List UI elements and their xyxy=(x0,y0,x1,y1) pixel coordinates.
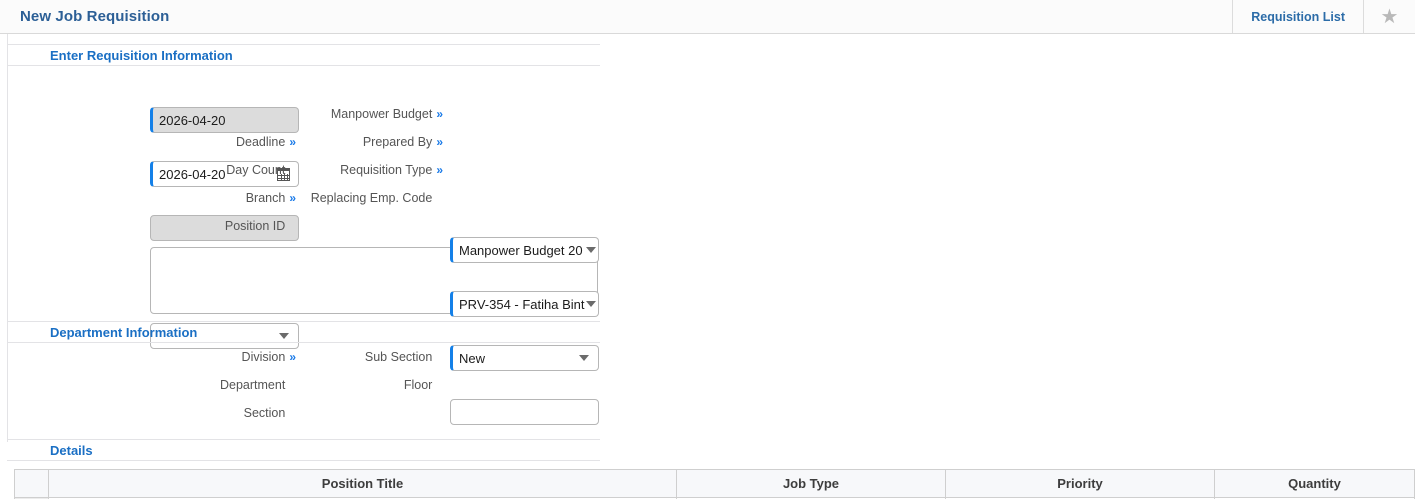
column-header-index xyxy=(15,470,49,498)
required-marker-manpower-budget: » xyxy=(436,107,443,121)
requisition-type-value: New xyxy=(459,350,486,366)
requisition-list-button[interactable]: Requisition List xyxy=(1232,0,1363,33)
manpower-budget-value: Manpower Budget 20 xyxy=(459,242,583,258)
required-marker-division: » xyxy=(289,350,296,364)
prepared-by-value: PRV-354 - Fatiha Bint xyxy=(459,296,585,312)
calendar-icon[interactable] xyxy=(277,167,290,181)
requisition-type-dropdown[interactable]: New xyxy=(450,345,599,371)
column-header-position-title[interactable]: Position Title xyxy=(49,470,677,498)
required-marker-prepared-by: » xyxy=(436,135,443,149)
field-position-id: Position ID » xyxy=(7,219,299,233)
field-division: Division » xyxy=(7,350,299,364)
field-label-section: Section xyxy=(243,406,286,420)
chevron-down-icon[interactable] xyxy=(279,333,289,339)
page-title: New Job Requisition xyxy=(20,8,170,25)
field-requisition-type: Requisition Type » xyxy=(300,163,446,177)
field-label-position-id: Position ID xyxy=(224,219,286,233)
column-header-priority[interactable]: Priority xyxy=(946,470,1215,498)
details-grid-header-row: Position Title Job Type Priority Quantit… xyxy=(15,470,1415,498)
field-label-requisition-type: Requisition Type xyxy=(340,163,433,177)
manpower-budget-dropdown[interactable]: Manpower Budget 20 xyxy=(450,237,599,263)
star-icon[interactable]: ★ xyxy=(1363,0,1415,33)
field-prepared-by: Prepared By » xyxy=(300,135,446,149)
details-grid: Position Title Job Type Priority Quantit… xyxy=(14,469,1415,499)
field-label-deadline: Deadline xyxy=(235,135,286,149)
field-label-replacing-emp-code: Replacing Emp. Code xyxy=(310,191,433,205)
date-input[interactable]: 2026-04-20 xyxy=(150,107,299,133)
field-deadline: Deadline » xyxy=(7,135,299,149)
section-label-details: Details xyxy=(50,442,93,458)
required-marker-deadline: » xyxy=(289,135,296,149)
titlebar-actions: Requisition List ★ xyxy=(1232,0,1415,33)
section-label-department: Department Information xyxy=(50,324,198,340)
field-label-day-count: Day Count xyxy=(226,163,286,177)
required-marker-requisition-type: » xyxy=(436,163,443,177)
deadline-value: 2026-04-20 xyxy=(159,166,226,182)
field-label-department: Department xyxy=(220,378,286,392)
section-label-requisition: Enter Requisition Information xyxy=(50,47,233,63)
column-header-quantity[interactable]: Quantity xyxy=(1215,470,1415,498)
left-rail-divider xyxy=(7,34,8,442)
field-manpower-budget: Manpower Budget » xyxy=(300,107,446,121)
field-day-count: Day Count » xyxy=(7,163,299,177)
field-label-branch: Branch xyxy=(245,191,286,205)
section-header-department: Department Information xyxy=(7,321,600,343)
window-titlebar: New Job Requisition Requisition List ★ xyxy=(0,0,1415,34)
required-marker-branch: » xyxy=(289,191,296,205)
section-header-details: Details xyxy=(7,439,600,461)
field-floor: Floor » xyxy=(300,378,446,392)
field-sub-section: Sub Section » xyxy=(300,350,446,364)
field-section: Section » xyxy=(7,406,299,420)
field-label-prepared-by: Prepared By xyxy=(362,135,433,149)
date-value: 2026-04-20 xyxy=(159,112,226,128)
chevron-down-icon[interactable] xyxy=(586,247,596,253)
day-count-input xyxy=(150,215,299,241)
deadline-input[interactable]: 2026-04-20 xyxy=(150,161,299,187)
field-label-division: Division xyxy=(241,350,286,364)
field-department: Department » xyxy=(7,378,299,392)
field-label-manpower-budget: Manpower Budget xyxy=(330,107,433,121)
prepared-by-dropdown[interactable]: PRV-354 - Fatiha Bint xyxy=(450,291,599,317)
field-label-floor: Floor xyxy=(403,378,433,392)
chevron-down-icon[interactable] xyxy=(586,301,596,307)
replacing-emp-code-input[interactable] xyxy=(450,399,599,425)
field-label-sub-section: Sub Section xyxy=(364,350,433,364)
chevron-down-icon[interactable] xyxy=(579,355,589,361)
column-header-job-type[interactable]: Job Type xyxy=(677,470,946,498)
form-canvas: Enter Requisition Information Date » 202… xyxy=(0,34,1415,499)
field-replacing-emp-code: Replacing Emp. Code » xyxy=(280,191,446,205)
section-header-requisition: Enter Requisition Information xyxy=(7,44,600,66)
field-branch: Branch » xyxy=(7,191,299,205)
position-id-dropdown[interactable] xyxy=(150,323,299,349)
